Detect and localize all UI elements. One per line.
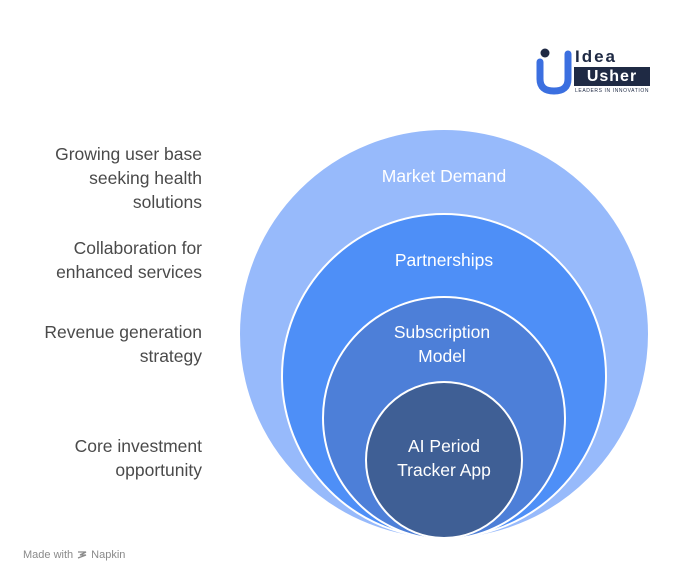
label-market-demand: Growing user base seeking health solutio… — [55, 144, 202, 212]
ring-label-ai-period: AI Period — [408, 436, 480, 456]
logo-mark-icon — [536, 48, 572, 95]
napkin-icon — [77, 551, 87, 559]
made-with-napkin: Made with Napkin — [23, 549, 125, 561]
ring-label-subscription: Subscription — [394, 322, 490, 342]
ring-label-model: Model — [418, 346, 466, 366]
logo-word-idea: Idea — [575, 47, 618, 66]
label-partnerships: Collaboration for enhanced services — [56, 238, 202, 282]
napkin-brand: Napkin — [91, 549, 126, 561]
ring-label-partnerships: Partnerships — [395, 250, 493, 270]
ring-label-market-demand: Market Demand — [382, 166, 507, 186]
made-with-text: Made with — [23, 549, 74, 561]
ring-label-tracker-app: Tracker App — [397, 460, 491, 480]
label-ai-period-tracker: Core investment opportunity — [74, 436, 202, 480]
label-subscription-model: Revenue generation strategy — [44, 322, 202, 366]
logo-word-usher: Usher — [574, 67, 650, 86]
logo-tagline: LEADERS IN INNOVATION — [575, 88, 650, 94]
ring-ai-period-tracker — [365, 381, 523, 539]
idea-usher-logo: Idea Usher LEADERS IN INNOVATION — [535, 46, 655, 96]
